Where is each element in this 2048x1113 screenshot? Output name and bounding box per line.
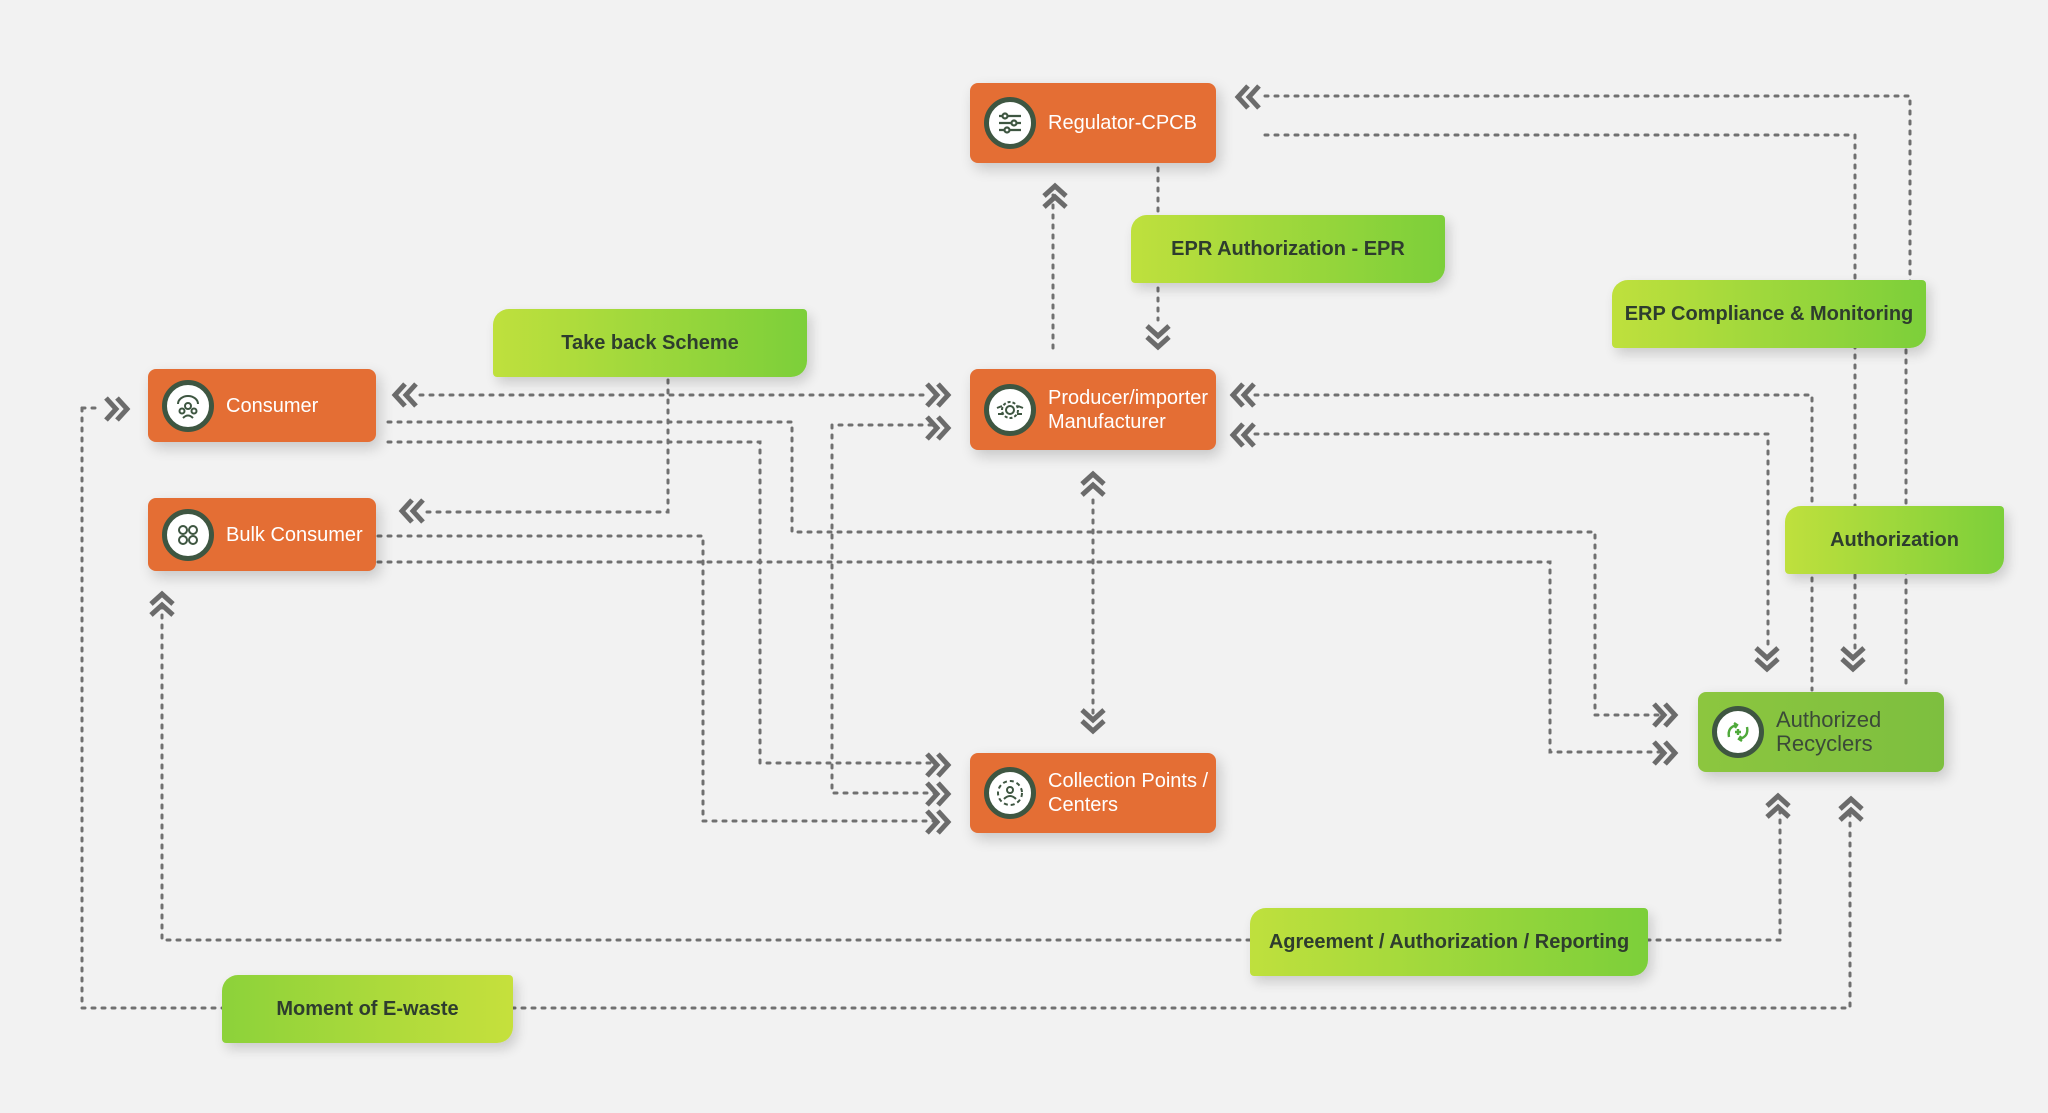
node-label: Producer/importer Manufacturer xyxy=(1048,386,1209,433)
recycle-plug-icon xyxy=(1712,706,1764,758)
tag-label: Authorization xyxy=(1830,528,1959,551)
person-target-icon xyxy=(984,767,1036,819)
tag-erp-compliance-monitoring: ERP Compliance & Monitoring xyxy=(1612,280,1926,348)
node-bulk-consumer: Bulk Consumer xyxy=(148,498,376,571)
arrow-up-icon xyxy=(1080,470,1106,497)
arrow-right-icon xyxy=(925,752,952,778)
tag-label: Moment of E-waste xyxy=(276,997,459,1020)
arrow-left-icon xyxy=(398,498,425,524)
arrow-down-icon xyxy=(1080,708,1106,735)
node-label: Consumer xyxy=(226,394,319,417)
tag-label: Take back Scheme xyxy=(561,331,739,354)
node-consumer: Consumer xyxy=(148,369,376,442)
grid-people-icon xyxy=(162,508,214,561)
node-label: Authorized Recyclers xyxy=(1776,707,1882,756)
node-label: Bulk Consumer xyxy=(226,523,363,546)
arrow-right-icon xyxy=(925,415,952,441)
arrow-left-icon xyxy=(1229,422,1256,448)
arrow-down-icon xyxy=(1145,324,1171,351)
arrow-up-icon xyxy=(149,590,175,617)
sliders-icon xyxy=(984,97,1036,149)
node-collection-points-centers: Collection Points / Centers xyxy=(970,753,1216,833)
arrow-left-icon xyxy=(391,382,418,408)
node-label: Regulator-CPCB xyxy=(1048,112,1197,134)
tag-label: EPR Authorization - EPR xyxy=(1171,237,1405,260)
tag-take-back-scheme: Take back Scheme xyxy=(493,309,807,377)
arrow-down-icon xyxy=(1754,646,1780,673)
node-regulator-cpcb: Regulator-CPCB xyxy=(970,83,1216,163)
arrow-down-icon xyxy=(1840,646,1866,673)
tag-label: ERP Compliance & Monitoring xyxy=(1624,302,1914,325)
arrow-left-icon xyxy=(1229,382,1256,408)
tag-authorization: Authorization xyxy=(1785,506,2004,574)
arrow-right-icon xyxy=(925,781,952,807)
tag-label: Agreement / Authorization / Reporting xyxy=(1268,930,1630,953)
tag-agreement-authorization-reporting: Agreement / Authorization / Reporting xyxy=(1250,908,1648,976)
node-producer-importer-manufacturer: Producer/importer Manufacturer xyxy=(970,369,1216,450)
node-authorized-recyclers: Authorized Recyclers xyxy=(1698,692,1944,772)
arrow-right-icon xyxy=(1652,740,1679,766)
arrow-up-icon xyxy=(1042,182,1068,209)
group-people-icon xyxy=(162,379,214,432)
arrow-right-icon xyxy=(925,382,952,408)
arrow-up-icon xyxy=(1765,792,1791,819)
arrow-left-icon xyxy=(1234,84,1261,110)
tag-epr-authorization: EPR Authorization - EPR xyxy=(1131,215,1445,283)
arrow-up-icon xyxy=(1838,795,1864,822)
tag-moment-of-e-waste: Moment of E-waste xyxy=(222,975,513,1043)
arrow-right-icon xyxy=(925,809,952,835)
node-label: Collection Points / Centers xyxy=(1048,770,1209,816)
arrow-right-icon xyxy=(104,396,131,422)
gear-handshake-icon xyxy=(984,383,1036,436)
arrow-right-icon xyxy=(1652,702,1679,728)
